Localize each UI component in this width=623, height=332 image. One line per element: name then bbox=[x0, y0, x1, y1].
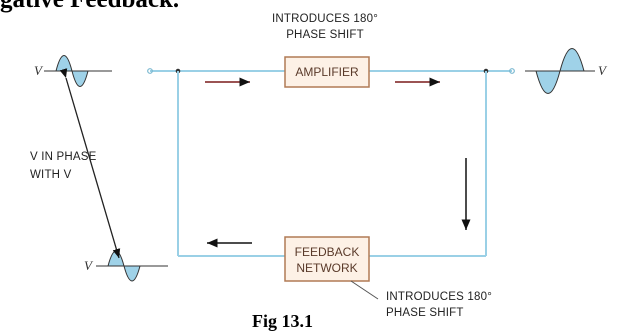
phase-relation-note-line2: WITH V bbox=[30, 169, 72, 181]
input-terminal bbox=[147, 68, 153, 74]
section-heading-fragment: gative Feedback. bbox=[0, 0, 179, 14]
top-phase-note-line2: PHASE SHIFT bbox=[286, 29, 364, 41]
bottom-note-pointer bbox=[350, 280, 379, 300]
top-phase-note-line1: INTRODUCES 180° bbox=[272, 13, 378, 25]
feedback-network-label-line2: NETWORK bbox=[296, 261, 357, 275]
feedback-network-label-line1: FEEDBACK bbox=[295, 245, 360, 259]
output-signal-label: V bbox=[598, 63, 608, 78]
feedback-sine-icon bbox=[96, 250, 168, 282]
input-signal-label: V bbox=[34, 63, 44, 78]
figure-caption-fragment: Fig 13.1 bbox=[252, 311, 313, 331]
output-sine-icon bbox=[525, 48, 595, 94]
phase-relation-note-line1: V IN PHASE bbox=[30, 151, 97, 163]
feedback-signal-label: V bbox=[84, 258, 94, 273]
phase-relation-line bbox=[59, 68, 121, 259]
bottom-phase-note-line2: PHASE SHIFT bbox=[386, 307, 464, 319]
output-terminal bbox=[509, 68, 515, 74]
amplifier-label: AMPLIFIER bbox=[295, 65, 359, 79]
input-sine-icon bbox=[44, 55, 112, 87]
bottom-phase-note-line1: INTRODUCES 180° bbox=[386, 291, 492, 303]
feedback-network-box bbox=[284, 236, 370, 282]
amplifier-box bbox=[284, 56, 370, 88]
